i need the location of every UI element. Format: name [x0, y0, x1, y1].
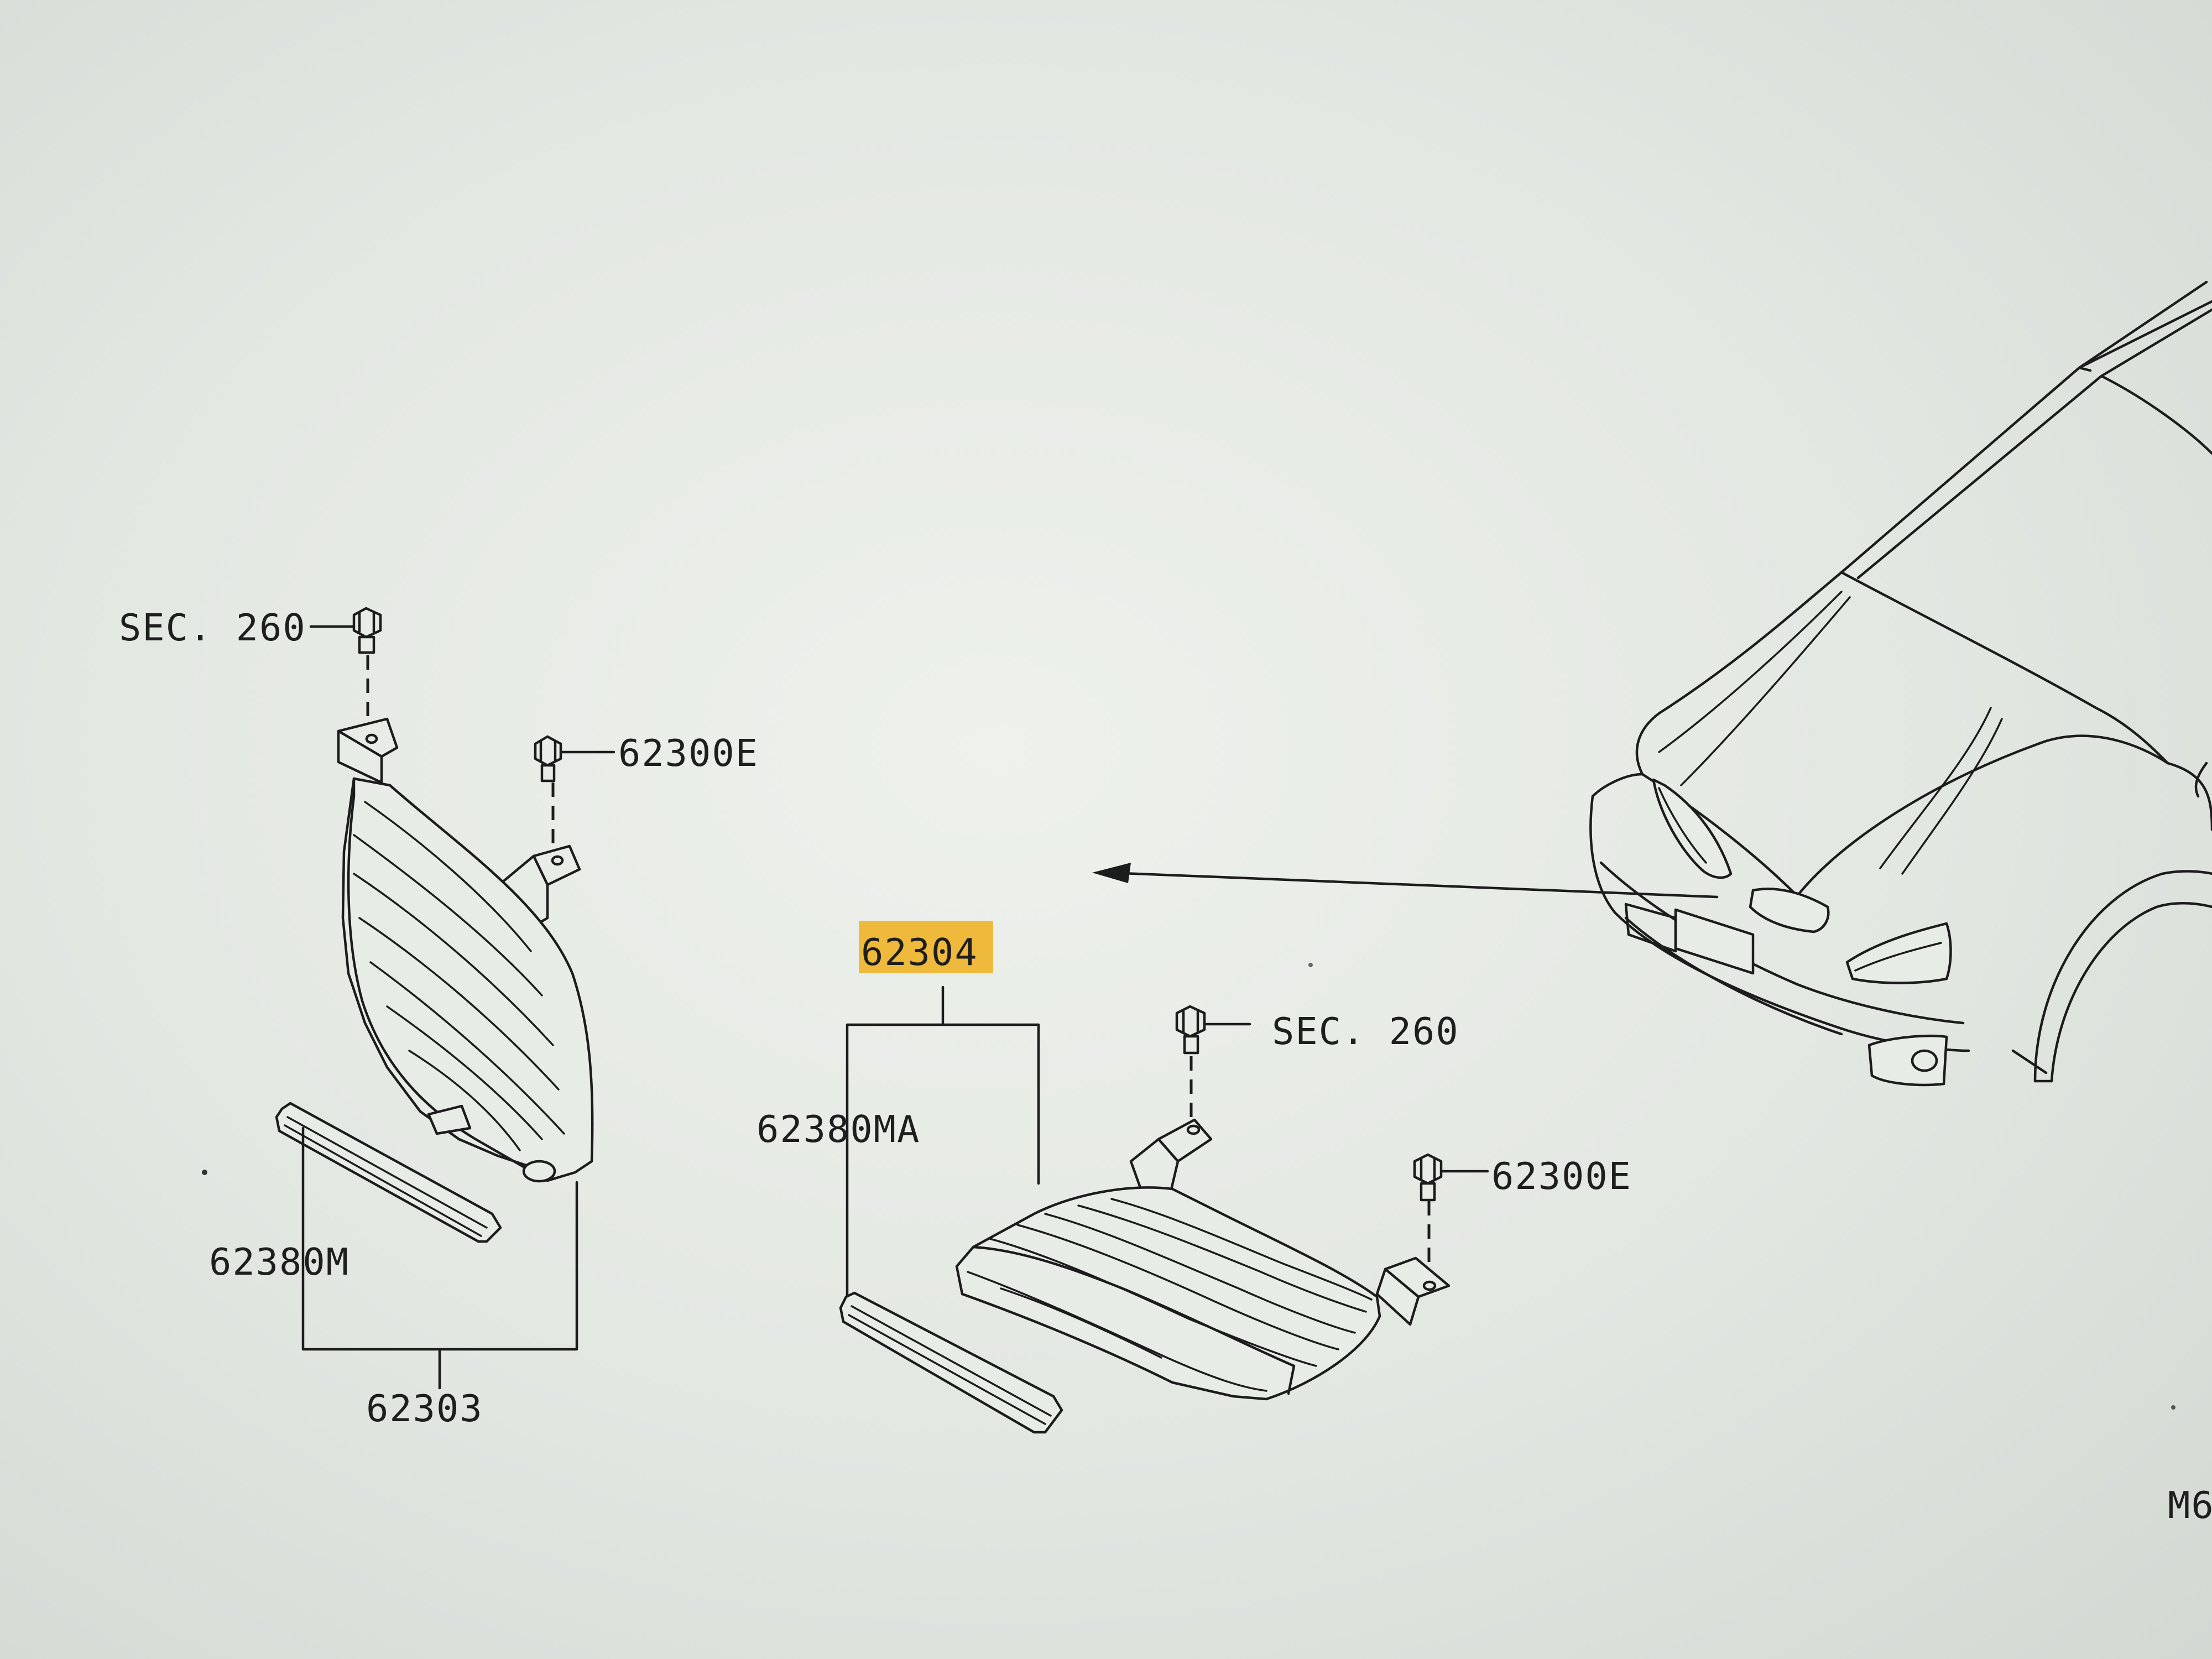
bolt-icon	[1175, 1005, 1251, 1055]
label-62300e-right: 62300E	[1491, 1155, 1632, 1198]
left-leader-lines	[301, 1126, 578, 1390]
highlighted-part-marker	[859, 921, 993, 973]
label-62380m: 62380M	[209, 1240, 349, 1284]
speck-mark	[202, 1170, 207, 1175]
arrow-head-icon	[1092, 863, 1131, 883]
right-trim-strip	[839, 1291, 1063, 1434]
speck-mark	[2171, 1405, 2176, 1410]
fog-lamp-vehicle	[1867, 1034, 1948, 1087]
location-arrow-line	[1107, 871, 1719, 899]
wheel-arch	[2033, 870, 2212, 1083]
speck-mark	[1308, 963, 1313, 967]
left-grille-assembly	[275, 607, 615, 1390]
label-sec260-left: SEC. 260	[119, 606, 306, 649]
label-62380ma: 62380MA	[757, 1108, 920, 1151]
bolt-icon	[309, 607, 382, 654]
upper-bracket	[337, 717, 399, 784]
clip-icon	[534, 735, 615, 782]
right-grille-assembly	[839, 921, 1489, 1434]
vehicle-front-illustration	[1092, 280, 2212, 1087]
label-sec260-right: SEC. 260	[1272, 1010, 1459, 1053]
label-62304-highlighted[interactable]: 62304	[861, 931, 978, 974]
label-corner-code: M6	[2168, 1484, 2212, 1527]
left-trim-strip	[275, 1102, 502, 1243]
label-62300e-left: 62300E	[618, 732, 759, 775]
left-grille	[341, 777, 594, 1183]
clip-icon	[1413, 1153, 1489, 1202]
label-62303: 62303	[366, 1387, 483, 1430]
right-grille	[955, 1186, 1381, 1401]
side-bracket	[1375, 1256, 1451, 1326]
